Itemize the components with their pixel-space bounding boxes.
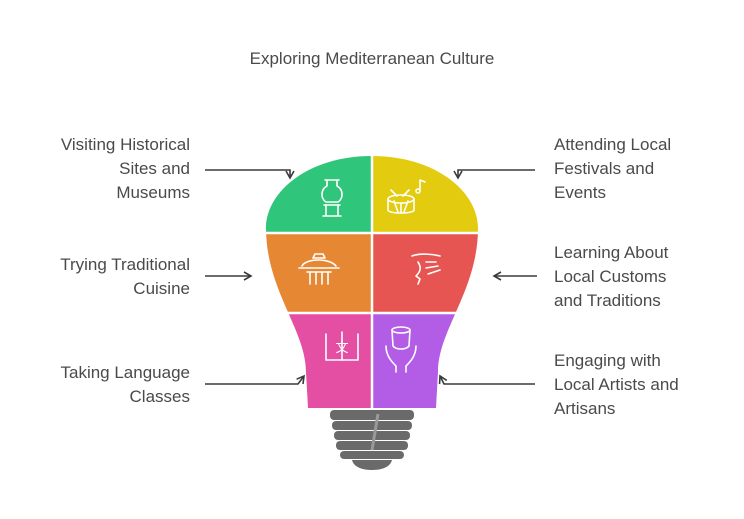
label-line: Classes <box>129 387 190 406</box>
vase-icon <box>321 179 343 217</box>
label-line: Sites and <box>119 159 190 178</box>
label-line: Local Customs <box>554 267 667 286</box>
label-line: Events <box>554 183 606 202</box>
arrow-local-festivals <box>453 169 535 180</box>
label-line: Attending Local <box>554 135 672 154</box>
segment-local-artists <box>372 313 478 408</box>
label-local-artists: Engaging with Local Artists and Artisans <box>554 349 734 421</box>
svg-text:文: 文 <box>335 341 348 356</box>
label-line: Visiting Historical <box>60 135 190 154</box>
label-traditional-cuisine: Trying Traditional Cuisine <box>20 253 190 301</box>
label-line: Artisans <box>554 399 616 418</box>
label-local-customs: Learning About Local Customs and Traditi… <box>554 241 734 313</box>
label-line: Engaging with <box>554 351 661 370</box>
label-line: Trying Traditional <box>60 255 190 274</box>
segment-local-customs <box>372 233 478 313</box>
label-line: Festivals and <box>554 159 655 178</box>
label-line: Museums <box>116 183 190 202</box>
segment-language-classes <box>266 313 372 408</box>
arrow-language-classes <box>205 374 305 385</box>
segment-traditional-cuisine <box>266 233 372 313</box>
label-historical-sites: Visiting Historical Sites and Museums <box>20 133 190 205</box>
label-line: and Traditions <box>554 291 661 310</box>
food-platter-icon <box>298 253 340 285</box>
translate-book-icon: 文 <box>325 331 359 361</box>
label-line: Local Artists and <box>554 375 679 394</box>
diagram-title: Exploring Mediterranean Culture <box>249 49 495 68</box>
segment-historical-sites <box>266 156 372 233</box>
label-line: Taking Language <box>60 363 190 382</box>
arrow-historical-sites <box>205 169 295 180</box>
segment-local-festivals <box>372 156 478 233</box>
label-local-festivals: Attending Local Festivals and Events <box>554 133 734 205</box>
arrow-local-artists <box>438 374 535 385</box>
face-profile-icon <box>411 253 441 285</box>
label-line: Cuisine <box>133 279 190 298</box>
label-language-classes: Taking Language Classes <box>20 361 190 409</box>
pottery-hands-icon <box>385 326 417 373</box>
bulb-base <box>330 410 414 470</box>
label-line: Learning About <box>554 243 669 262</box>
drum-music-icon <box>387 179 426 214</box>
